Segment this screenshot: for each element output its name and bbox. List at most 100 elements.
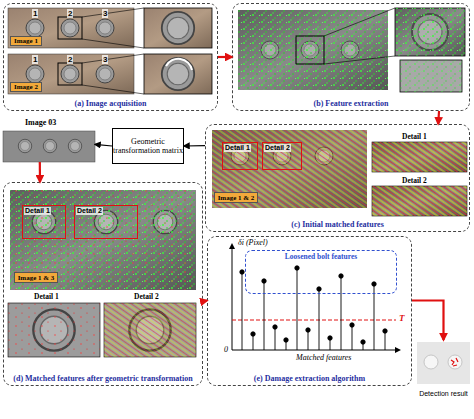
node-text: Image 1 & 3	[18, 274, 55, 282]
transformed-photo	[3, 131, 95, 162]
bolt-photo	[8, 8, 134, 48]
bolt	[18, 139, 32, 153]
image-tag: Image 1	[10, 36, 42, 46]
node-text: (b) Feature extraction	[235, 99, 467, 108]
node-text: Detail 1	[224, 144, 251, 152]
image-tag: Image 1 & 3	[14, 272, 58, 283]
threshold-label: T	[399, 313, 405, 323]
image-node: Image 03	[3, 118, 95, 162]
node-text: Image 1	[14, 37, 38, 45]
process-box: Geometric transformation matrix	[112, 128, 184, 164]
flow-arrow	[412, 301, 444, 341]
zoom-frame	[58, 17, 82, 39]
detail-frame: Detail 1	[222, 142, 258, 170]
detail-label: Detail 1	[402, 132, 427, 141]
zoom-line	[82, 54, 144, 63]
loosening-mark	[166, 59, 192, 70]
zoom-line	[324, 8, 395, 36]
node-text: Image 2	[14, 83, 38, 91]
axis-label: Matched features	[296, 353, 351, 362]
detail-frame: Detail 2	[74, 205, 138, 239]
zoom-inset	[400, 60, 462, 92]
match-lines	[372, 142, 467, 172]
zoom-inset	[144, 54, 212, 94]
feature-points	[238, 10, 388, 90]
feature-photo	[238, 10, 388, 90]
callout-number: 3	[102, 55, 108, 64]
flow-arrow	[39, 162, 41, 182]
result-node: Detection result	[415, 340, 472, 398]
bolt	[424, 355, 438, 369]
callout-number: 3	[102, 9, 108, 18]
flow-arrow	[218, 56, 232, 58]
axis-origin: 0	[224, 345, 228, 354]
y-axis	[232, 246, 233, 350]
node-text: Detail 2	[76, 207, 103, 215]
match-photo	[10, 190, 196, 290]
bolt	[61, 65, 79, 83]
axis-label: δi (Pixel)	[238, 238, 268, 247]
node-text: Detection result	[415, 390, 472, 398]
image-tag: Image 2	[10, 82, 42, 92]
bolt	[43, 139, 57, 153]
zoom-frame	[58, 63, 82, 85]
zoom-line	[82, 85, 144, 94]
axis-head	[229, 243, 235, 249]
detail-label: Detail 2	[402, 176, 427, 185]
panel-box: (c) Initial matched features Detail 1 Deta…	[205, 124, 470, 232]
axis-head	[395, 347, 401, 353]
bolt	[162, 58, 194, 90]
zoom-inset	[395, 8, 465, 56]
match-photo	[212, 130, 367, 208]
zoom-line	[324, 56, 395, 64]
detail-inset	[104, 303, 196, 357]
bolt	[68, 139, 82, 153]
node-text: (a) Image acquisition	[6, 99, 215, 108]
bolt	[448, 355, 462, 369]
zoom-line	[82, 8, 144, 17]
detail-inset	[372, 142, 467, 172]
zoom-frame	[296, 36, 324, 64]
bolt	[26, 19, 44, 37]
highlight-box: Loosened bolt features	[245, 250, 397, 294]
zoom-line	[82, 39, 144, 48]
flow-arrow	[184, 145, 205, 147]
zoom-inset	[144, 8, 212, 48]
bolt	[96, 65, 114, 83]
flow-arrow	[95, 144, 112, 146]
damage-mark	[451, 358, 458, 366]
callout-number: 1	[32, 9, 38, 18]
feature-points	[10, 190, 196, 290]
node-text: Detail 2	[264, 144, 291, 152]
panel-box: (e) Damage extraction algorithm Loosened …	[207, 236, 412, 386]
node-text: (e) Damage extraction algorithm	[210, 374, 409, 383]
bolt	[61, 19, 79, 37]
bolt	[96, 19, 114, 37]
panel-box: (d) Matched features after geometric tra…	[3, 182, 203, 386]
node-text: Geometric transformation matrix	[113, 137, 183, 155]
result-photo	[417, 342, 470, 384]
detail-frame: Detail 2	[262, 142, 302, 170]
panel-box: (b) Feature extraction	[232, 3, 470, 111]
feature-points	[8, 303, 100, 357]
bolt-photo	[8, 54, 134, 94]
callout-number: 1	[32, 55, 38, 64]
detail-label: Detail 2	[134, 292, 159, 301]
image-tag: Image 1 & 2	[214, 192, 258, 203]
stem-plot	[240, 266, 387, 350]
callout-number: 2	[67, 55, 73, 64]
node-text: Detail 1	[24, 207, 51, 215]
node-text: Image 03	[25, 118, 56, 128]
threshold-line	[232, 320, 396, 321]
match-lines	[372, 186, 467, 216]
flow-arrow	[437, 111, 440, 124]
detail-inset	[372, 186, 467, 216]
bolt	[162, 12, 194, 44]
node-text: Image 1 & 2	[218, 194, 255, 202]
detail-label: Detail 1	[34, 292, 59, 301]
node-text: Loosened bolt features	[246, 252, 396, 261]
feature-points	[10, 190, 196, 290]
node-text: (c) Initial matched features	[208, 220, 467, 229]
x-axis	[232, 350, 398, 351]
